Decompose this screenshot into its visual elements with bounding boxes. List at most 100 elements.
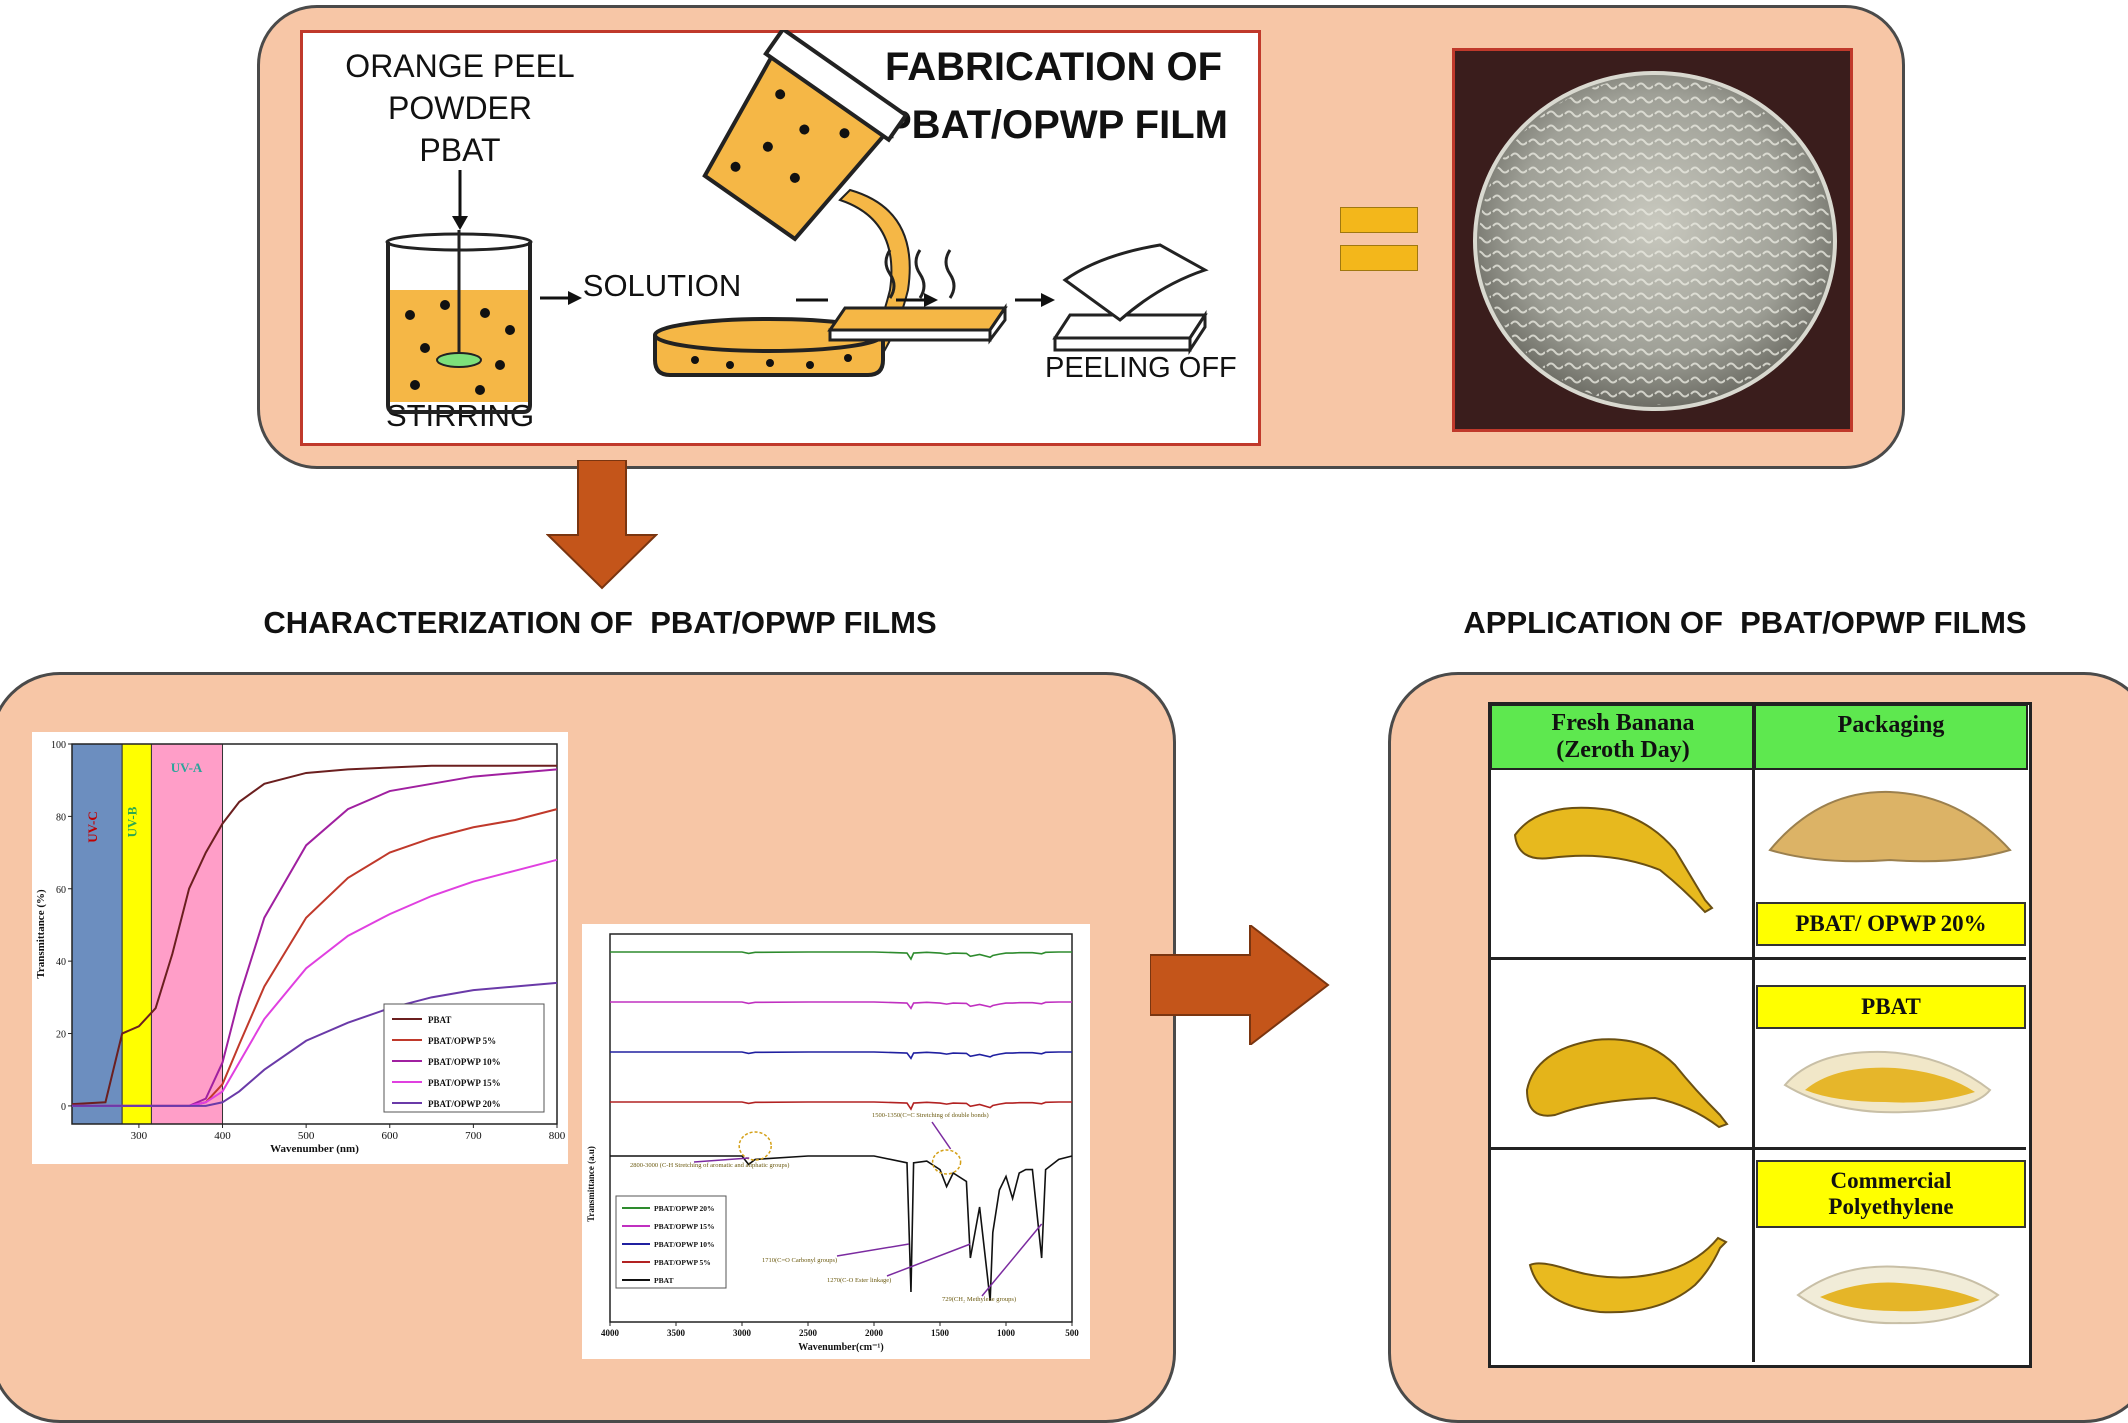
legend-label: PBAT/OPWP 10% — [428, 1057, 501, 1067]
ingredient-powder: POWDER — [388, 90, 532, 126]
legend: PBAT PBAT/OPWP 5% PBAT/OPWP 10% PBAT/OPWP 1… — [383, 1003, 545, 1113]
x-tick-label: 3000 — [733, 1328, 752, 1338]
series-line — [72, 981, 558, 1107]
x-tick-label: 500 — [298, 1130, 315, 1142]
x-tick-label: 700 — [465, 1130, 482, 1142]
tag-commercial-line2: Polyethylene — [1828, 1194, 1954, 1219]
legend-box — [615, 1195, 727, 1289]
series-line — [610, 1001, 1072, 1010]
y-tick-label: 20 — [56, 1030, 66, 1041]
series-line — [610, 1051, 1072, 1060]
tag-commercial-line1: Commercial — [1830, 1168, 1952, 1193]
tag-commercial-polyethylene: Commercial Polyethylene — [1756, 1160, 2026, 1228]
annotation-arrow — [931, 1121, 952, 1150]
packaged-banana-photo — [1768, 790, 2012, 863]
step-stirring-label: STIRRING — [385, 398, 535, 433]
packaged-banana-photo — [1796, 1265, 2000, 1325]
table-divider — [1488, 1147, 2026, 1150]
band-label: UV-A — [171, 760, 203, 775]
series-line — [610, 1101, 1072, 1111]
drying-slab-icon — [827, 249, 1008, 345]
x-tick-label: 1500 — [931, 1328, 950, 1338]
header-fresh-banana-line1: Fresh Banana — [1551, 710, 1695, 736]
legend-label: PBAT/OPWP 10% — [654, 1240, 715, 1249]
legend-label: PBAT — [428, 1015, 451, 1025]
peak-annotation: 1270(C-O Ester linkage) — [827, 1277, 891, 1284]
x-tick-label: 3500 — [667, 1328, 686, 1338]
peak-highlight — [738, 1131, 772, 1161]
x-tick-label: 400 — [214, 1130, 231, 1142]
annotation-arrow — [693, 1157, 750, 1163]
right-flow-arrow-icon — [1150, 925, 1330, 1045]
x-tick-label: 800 — [549, 1130, 566, 1142]
plot-frame — [609, 933, 1073, 1323]
header-packaging: Packaging — [1754, 704, 2028, 770]
fabrication-illustration — [385, 30, 1209, 414]
series-line — [610, 1155, 1073, 1301]
arrow-dish-right-icon — [896, 293, 938, 307]
peak-annotation: 2800-3000 (C-H Stretching of aromatic an… — [630, 1162, 789, 1169]
tag-pbat-opwp-20: PBAT/ OPWP 20% — [1756, 902, 2026, 946]
x-tick-label: 300 — [131, 1130, 148, 1142]
legend-label: PBAT/OPWP 20% — [654, 1204, 715, 1213]
legend-label: PBAT/OPWP 15% — [654, 1222, 715, 1231]
step-peeling-label: PEELING OFF — [1045, 352, 1237, 384]
annotation-arrow — [886, 1243, 971, 1277]
banana-photo — [1513, 806, 1714, 914]
legend-label: PBAT — [654, 1276, 673, 1285]
peeling-film-icon — [1052, 243, 1209, 356]
down-arrow-icon — [452, 170, 468, 230]
legend-box — [383, 1003, 545, 1113]
legend: PBAT/OPWP 20% PBAT/OPWP 15% PBAT/OPWP 10% P… — [615, 1195, 727, 1289]
legend-label: PBAT/OPWP 5% — [428, 1036, 496, 1046]
fabrication-title-line2: PBAT/OPWP FILM — [885, 103, 1228, 147]
series-line — [610, 951, 1072, 961]
band-label: UV-C — [85, 811, 100, 843]
header-packaging-text: Packaging — [1837, 712, 1945, 738]
down-flow-arrow-icon — [546, 460, 658, 590]
x-tick-label: 600 — [382, 1130, 399, 1142]
y-tick-label: 0 — [61, 1102, 66, 1113]
legend-label: PBAT/OPWP 5% — [654, 1258, 711, 1267]
packaged-banana-photo — [1783, 1050, 1992, 1114]
plot-frame — [71, 743, 558, 1125]
uv-band — [121, 743, 152, 1125]
band-label: UV-B — [124, 806, 139, 837]
header-fresh-banana: Fresh Banana (Zeroth Day) — [1490, 704, 1756, 770]
x-tick-label: 2000 — [865, 1328, 884, 1338]
right-arrow-icon — [540, 291, 582, 305]
tag-pbat-text: PBAT — [1861, 994, 1921, 1019]
equals-icon — [1340, 207, 1418, 233]
table-divider — [1488, 957, 2026, 960]
uv-band — [71, 743, 123, 1125]
application-heading: APPLICATION OF PBAT/OPWP FILMS — [1463, 605, 2027, 640]
y-axis-label: Transmittance (%) — [35, 889, 47, 979]
table-divider — [1752, 702, 1755, 1362]
film-photo — [1452, 48, 1853, 432]
petri-dish-icon — [653, 317, 885, 377]
x-tick-label: 500 — [1065, 1328, 1079, 1338]
x-tick-label: 4000 — [601, 1328, 620, 1338]
characterization-heading: CHARACTERIZATION OF PBAT/OPWP FILMS — [263, 605, 937, 640]
uv-band — [150, 743, 224, 1125]
legend-label: PBAT/OPWP 15% — [428, 1078, 501, 1088]
x-axis-label: Wavenumber (nm) — [270, 1143, 359, 1155]
ingredient-orange-peel: ORANGE PEEL — [345, 48, 575, 84]
legend-label: PBAT/OPWP 20% — [428, 1099, 501, 1109]
banana-photo — [1525, 1038, 1729, 1129]
step-solution-label: SOLUTION — [582, 268, 742, 303]
x-axis-label: Wavenumber(cm⁻¹) — [798, 1342, 883, 1353]
peak-annotation: 1710(C=O Carbonyl groups) — [762, 1257, 837, 1264]
y-tick-label: 80 — [56, 812, 66, 823]
ingredient-pbat: PBAT — [419, 132, 501, 168]
x-tick-label: 2500 — [799, 1328, 818, 1338]
pouring-cup-icon — [702, 30, 909, 242]
arrow-slab-to-peel-icon — [1015, 293, 1055, 307]
peak-annotation: 729(CH₂ Methylene groups) — [942, 1296, 1016, 1303]
banana-photo — [1528, 1236, 1728, 1314]
annotation-arrow — [981, 1223, 1043, 1297]
tag-pbat-opwp-20-text: PBAT/ OPWP 20% — [1795, 911, 1987, 936]
y-tick-label: 100 — [51, 740, 66, 751]
